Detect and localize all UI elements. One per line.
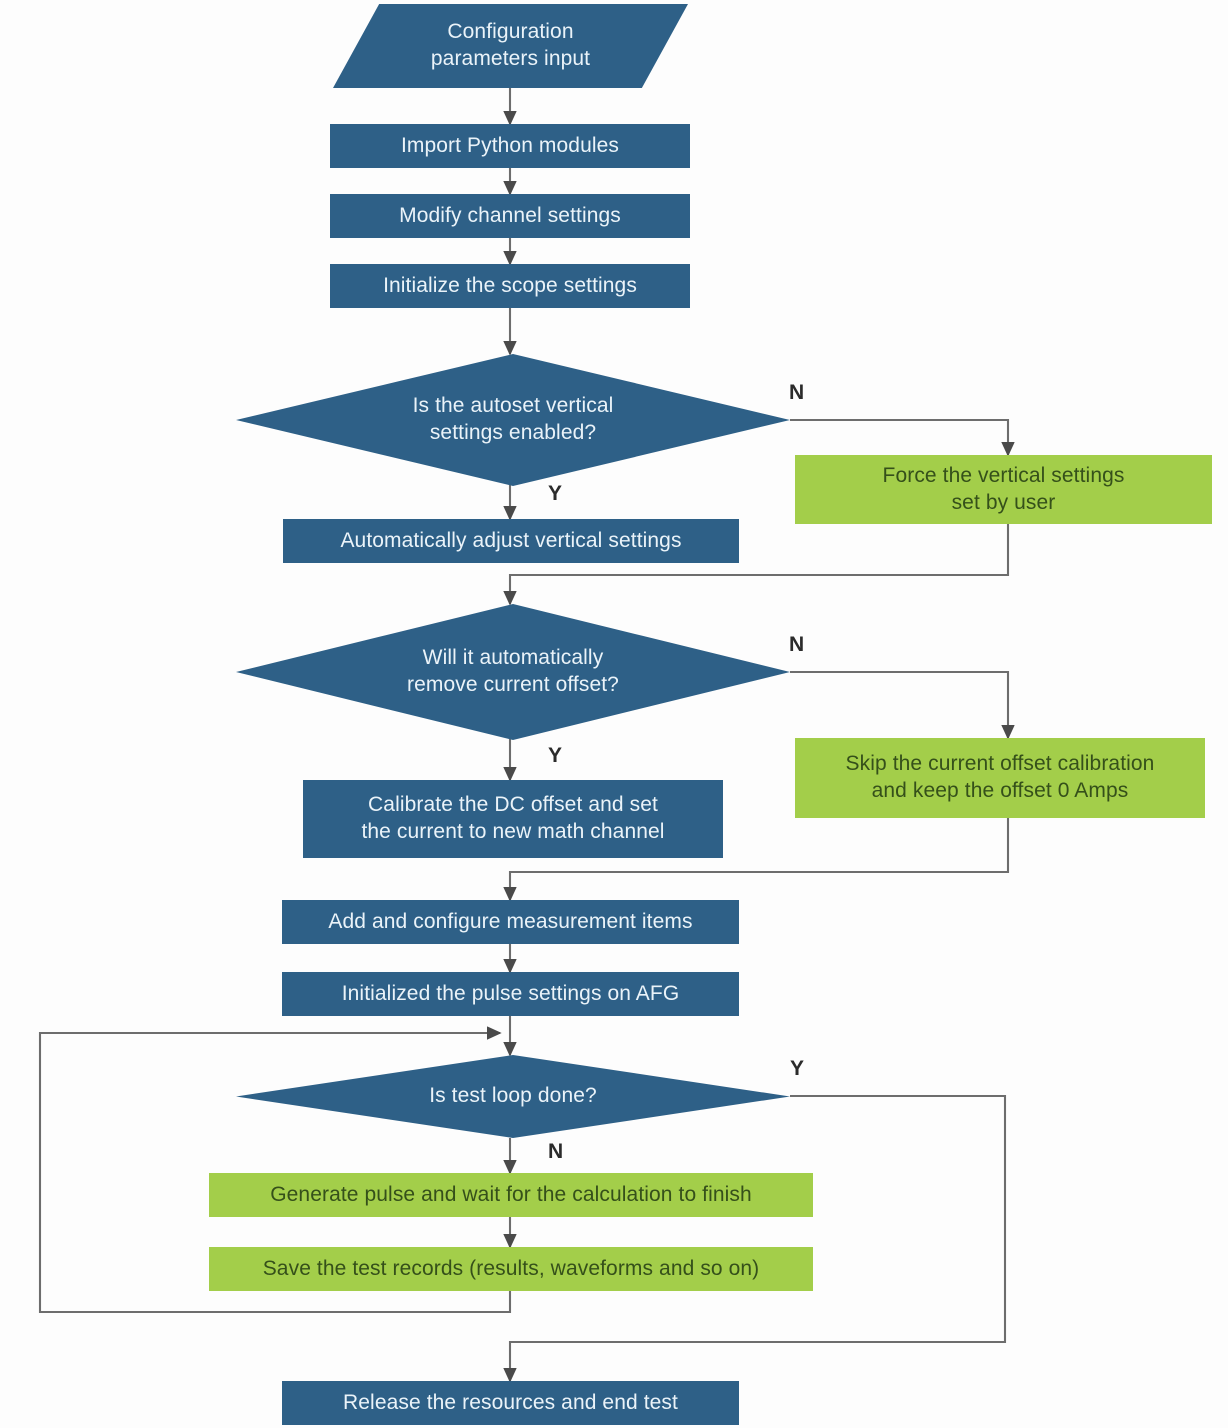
- branch-label-autoset-no: N: [789, 381, 805, 404]
- node-calibrate-the-dc-offset[interactable]: Calibrate the DC offset and set the curr…: [303, 780, 723, 858]
- node-initialized-the-pulse-settings-on-afg[interactable]: Initialized the pulse settings on AFG: [282, 972, 739, 1016]
- branch-label-loop-yes: Y: [790, 1057, 805, 1080]
- edge-n13-n16: [503, 1094, 1007, 1383]
- node-save-the-test-records[interactable]: Save the test records (results, waveform…: [209, 1247, 813, 1291]
- node-automatically-adjust-vertical-settings[interactable]: Automatically adjust vertical settings: [283, 519, 739, 563]
- node-is-the-autoset-vertical-settings-enabled[interactable]: Is the autoset vertical settings enabled…: [236, 354, 790, 486]
- edge-n8-n10: [790, 670, 1015, 740]
- node-modify-channel-settings[interactable]: Modify channel settings: [330, 194, 690, 238]
- node-generate-pulse-and-wait[interactable]: Generate pulse and wait for the calculat…: [209, 1173, 813, 1217]
- parallelogram-shape: [333, 4, 688, 88]
- node-import-python-modules[interactable]: Import Python modules: [330, 124, 690, 168]
- node-add-and-configure-measurement-items[interactable]: Add and configure measurement items: [282, 900, 739, 944]
- node-will-it-automatically-remove-current-offset[interactable]: Will it automatically remove current off…: [236, 604, 790, 740]
- node-configuration-parameters-input[interactable]: Configuration parameters input: [333, 4, 688, 88]
- branch-label-autoset-yes: Y: [548, 482, 563, 505]
- branch-label-offset-no: N: [789, 633, 805, 656]
- node-force-the-vertical-settings-set-by-user[interactable]: Force the vertical settings set by user: [795, 455, 1212, 524]
- edge-n5-n7: [790, 418, 1015, 457]
- node-release-the-resources-and-end-test[interactable]: Release the resources and end test: [282, 1381, 739, 1425]
- branch-label-offset-yes: Y: [548, 744, 563, 767]
- branch-label-loop-no: N: [548, 1140, 564, 1163]
- node-initialize-the-scope-settings[interactable]: Initialize the scope settings: [330, 264, 690, 308]
- node-is-test-loop-done[interactable]: Is test loop done?: [236, 1055, 790, 1138]
- node-skip-the-current-offset-calibration[interactable]: Skip the current offset calibration and …: [795, 738, 1205, 818]
